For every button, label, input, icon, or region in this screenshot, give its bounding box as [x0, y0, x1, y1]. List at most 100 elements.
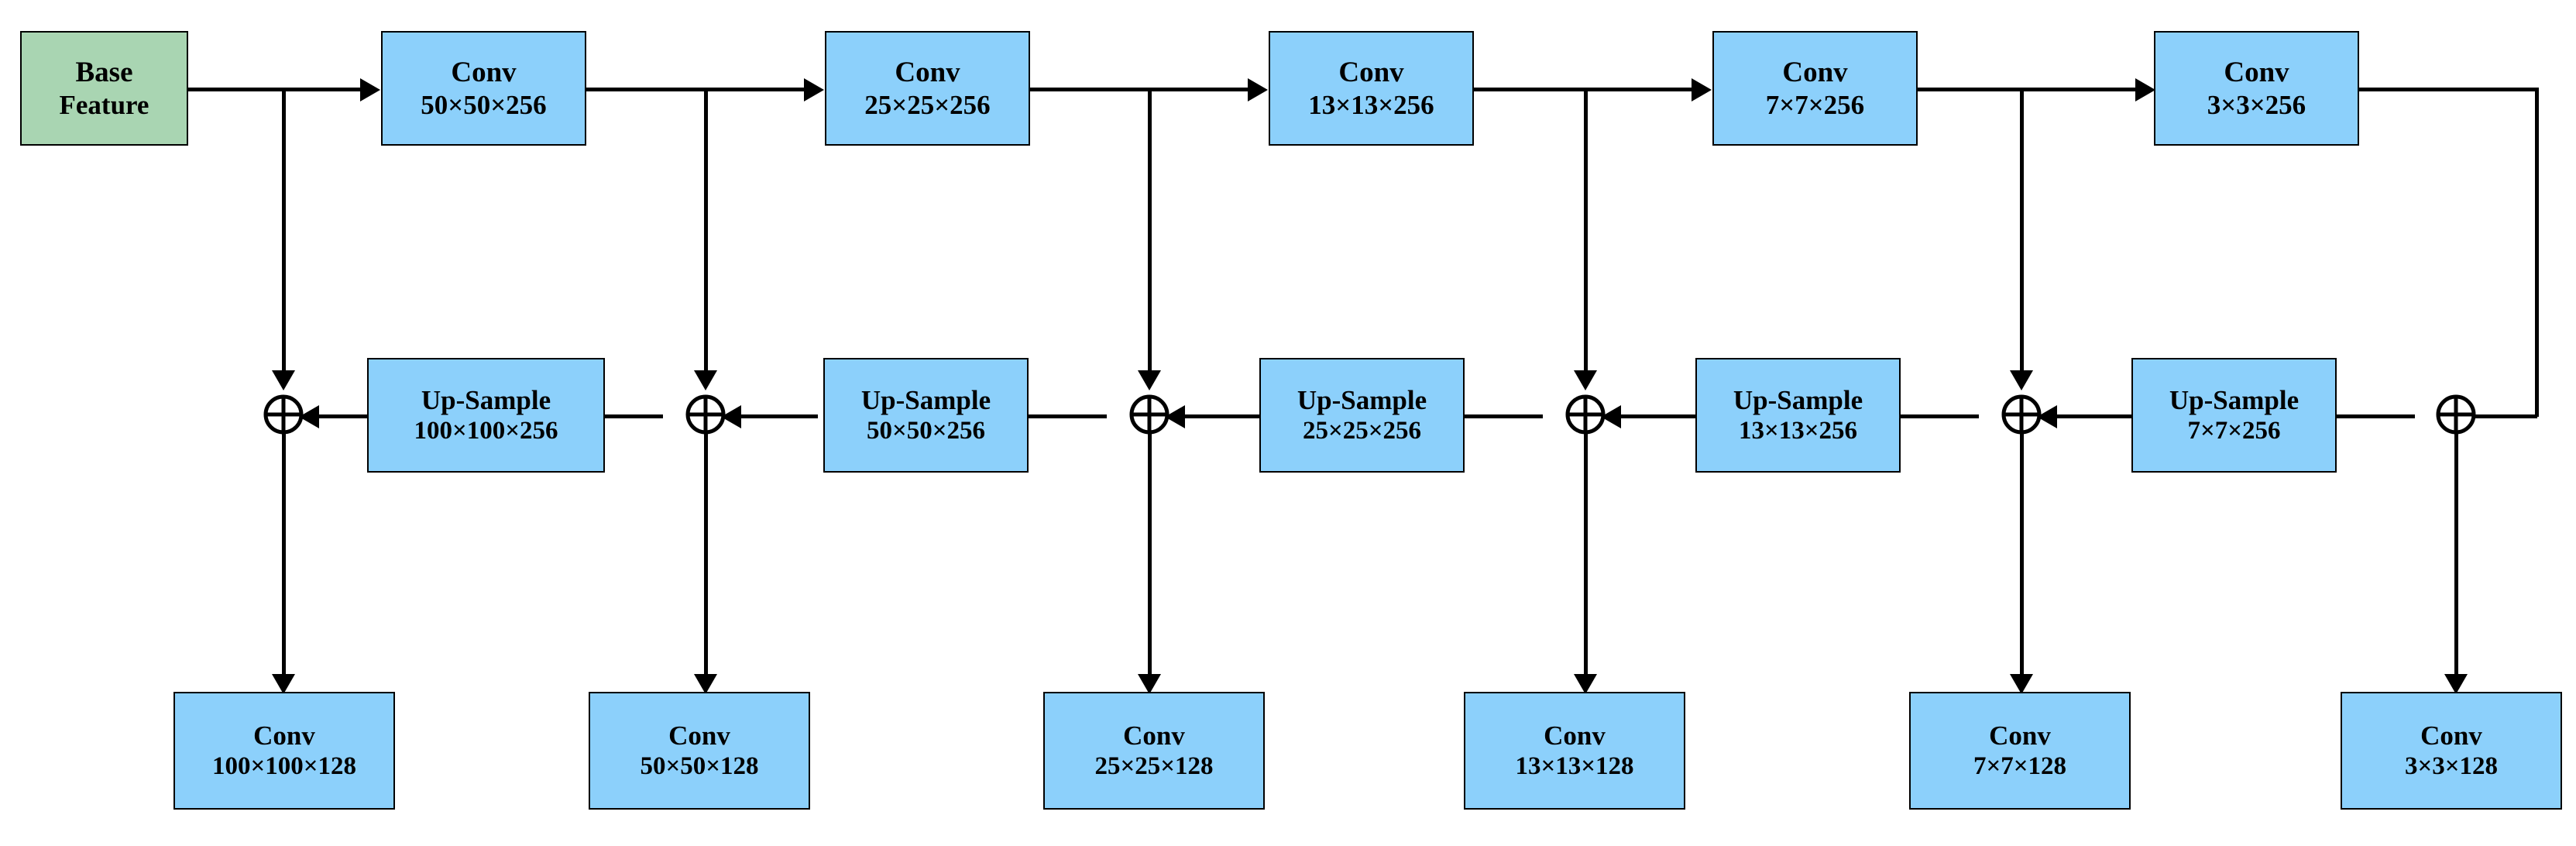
node-conv-output-6-line2: 3×3×128 [2404, 752, 2499, 781]
circle-plus-icon [2436, 394, 2476, 435]
node-upsample-5[interactable]: Up-Sample 7×7×256 [2131, 358, 2337, 473]
merge-node-5[interactable] [2001, 394, 2042, 435]
node-conv-output-4-line1: Conv [1544, 720, 1606, 751]
wire-merge6-to-up5 [2318, 414, 2415, 418]
wire-conv2-to-conv3 [1030, 88, 1252, 91]
arrowhead-drop-col3 [1138, 370, 1161, 390]
arrowhead-out6 [2444, 674, 2468, 694]
node-upsample-2[interactable]: Up-Sample 50×50×256 [823, 358, 1029, 473]
node-conv-encoder-2-line2: 25×25×256 [864, 90, 991, 121]
node-conv-output-6[interactable]: Conv 3×3×128 [2341, 692, 2562, 810]
wire-merge1-to-out1 [282, 434, 286, 678]
wire-merge4-to-out4 [1584, 434, 1588, 678]
wire-merge3-to-out3 [1148, 434, 1152, 678]
wire-drop-col4 [1584, 88, 1588, 374]
node-conv-output-1-line2: 100×100×128 [211, 752, 357, 781]
arrowhead-out3 [1138, 674, 1161, 694]
node-conv-output-2[interactable]: Conv 50×50×128 [589, 692, 810, 810]
wire-drop-col3 [1148, 88, 1152, 374]
node-conv-output-5[interactable]: Conv 7×7×128 [1909, 692, 2131, 810]
node-conv-encoder-5-line1: Conv [2224, 56, 2289, 88]
node-upsample-3[interactable]: Up-Sample 25×25×256 [1259, 358, 1465, 473]
node-conv-encoder-5-line2: 3×3×256 [2207, 90, 2306, 121]
node-upsample-1-line1: Up-Sample [421, 384, 551, 415]
node-conv-output-4-line2: 13×13×128 [1515, 752, 1634, 781]
wire-drop-col5 [2020, 88, 2024, 374]
arrowhead-out4 [1574, 674, 1597, 694]
node-conv-output-1[interactable]: Conv 100×100×128 [173, 692, 395, 810]
wire-conv1-to-conv2 [586, 88, 809, 91]
circle-plus-icon [1129, 394, 1170, 435]
arrowhead-to-conv5 [2135, 78, 2155, 101]
merge-node-3[interactable] [1128, 394, 1170, 435]
node-conv-encoder-3[interactable]: Conv 13×13×256 [1269, 31, 1474, 146]
circle-plus-icon [263, 394, 304, 435]
wire-right-corner-to-merge6 [2461, 414, 2537, 418]
node-conv-encoder-4-line1: Conv [1782, 56, 1848, 88]
node-conv-output-3-line2: 25×25×128 [1094, 752, 1214, 781]
node-conv-encoder-2-line1: Conv [895, 56, 960, 88]
wire-right-corner-down [2535, 88, 2539, 417]
merge-node-4[interactable] [1564, 394, 1606, 435]
node-base-feature-line2: Feature [59, 90, 149, 121]
node-conv-encoder-1[interactable]: Conv 50×50×256 [381, 31, 586, 146]
node-conv-encoder-4[interactable]: Conv 7×7×256 [1712, 31, 1918, 146]
wire-drop-col2 [704, 88, 708, 374]
node-upsample-4[interactable]: Up-Sample 13×13×256 [1695, 358, 1901, 473]
wire-up5-to-merge5 [2042, 414, 2134, 418]
node-conv-output-6-line1: Conv [2420, 720, 2482, 751]
node-conv-output-1-line1: Conv [253, 720, 315, 751]
node-upsample-2-line2: 50×50×256 [866, 417, 986, 445]
node-conv-output-3-line1: Conv [1123, 720, 1185, 751]
node-upsample-3-line2: 25×25×256 [1302, 417, 1422, 445]
node-upsample-5-line1: Up-Sample [2169, 384, 2300, 415]
arrowhead-to-conv2 [804, 78, 824, 101]
wire-merge4-to-up3 [1446, 414, 1543, 418]
wire-up3-to-merge3 [1170, 414, 1262, 418]
arrowhead-drop-col1 [272, 370, 295, 390]
circle-plus-icon [1565, 394, 1606, 435]
node-upsample-1[interactable]: Up-Sample 100×100×256 [367, 358, 605, 473]
wire-merge2-to-up1 [566, 414, 663, 418]
merge-node-6[interactable] [2435, 394, 2477, 435]
node-upsample-5-line2: 7×7×256 [2187, 417, 2281, 445]
node-conv-output-2-line1: Conv [668, 720, 730, 751]
wire-merge5-to-out5 [2020, 434, 2024, 678]
node-upsample-3-line1: Up-Sample [1297, 384, 1427, 415]
arrowhead-to-conv4 [1692, 78, 1712, 101]
wire-up1-to-merge1 [304, 414, 382, 418]
node-conv-output-2-line2: 50×50×128 [640, 752, 759, 781]
node-upsample-2-line1: Up-Sample [860, 384, 991, 415]
wire-merge5-to-up4 [1882, 414, 1979, 418]
node-conv-encoder-1-line2: 50×50×256 [421, 90, 547, 121]
wire-merge3-to-up2 [1010, 414, 1107, 418]
wire-merge2-to-out2 [704, 434, 708, 678]
arrowhead-out2 [694, 674, 717, 694]
arrowhead-out5 [2010, 674, 2033, 694]
node-conv-encoder-4-line2: 7×7×256 [1765, 90, 1865, 121]
arrowhead-drop-col5 [2010, 370, 2033, 390]
arrowhead-drop-col4 [1574, 370, 1597, 390]
wire-base-to-conv1 [188, 88, 365, 91]
node-base-feature[interactable]: Base Feature [20, 31, 188, 146]
wire-up2-to-merge2 [726, 414, 818, 418]
node-conv-encoder-3-line2: 13×13×256 [1308, 90, 1434, 121]
wire-up4-to-merge4 [1606, 414, 1698, 418]
node-conv-encoder-2[interactable]: Conv 25×25×256 [825, 31, 1030, 146]
arrowhead-to-conv1 [360, 78, 380, 101]
arrowhead-out1 [272, 674, 295, 694]
node-conv-output-4[interactable]: Conv 13×13×128 [1464, 692, 1685, 810]
node-base-feature-line1: Base [75, 56, 133, 88]
node-conv-output-5-line1: Conv [1989, 720, 2051, 751]
wire-conv5-to-right-corner [2359, 88, 2539, 91]
node-conv-encoder-5[interactable]: Conv 3×3×256 [2154, 31, 2359, 146]
merge-node-2[interactable] [685, 394, 726, 435]
node-conv-output-3[interactable]: Conv 25×25×128 [1043, 692, 1265, 810]
merge-node-1[interactable] [263, 394, 304, 435]
node-upsample-1-line2: 100×100×256 [414, 417, 558, 445]
node-upsample-4-line2: 13×13×256 [1738, 417, 1858, 445]
node-conv-encoder-3-line1: Conv [1338, 56, 1404, 88]
node-conv-encoder-1-line1: Conv [451, 56, 517, 88]
wire-merge6-to-out6 [2454, 434, 2458, 678]
